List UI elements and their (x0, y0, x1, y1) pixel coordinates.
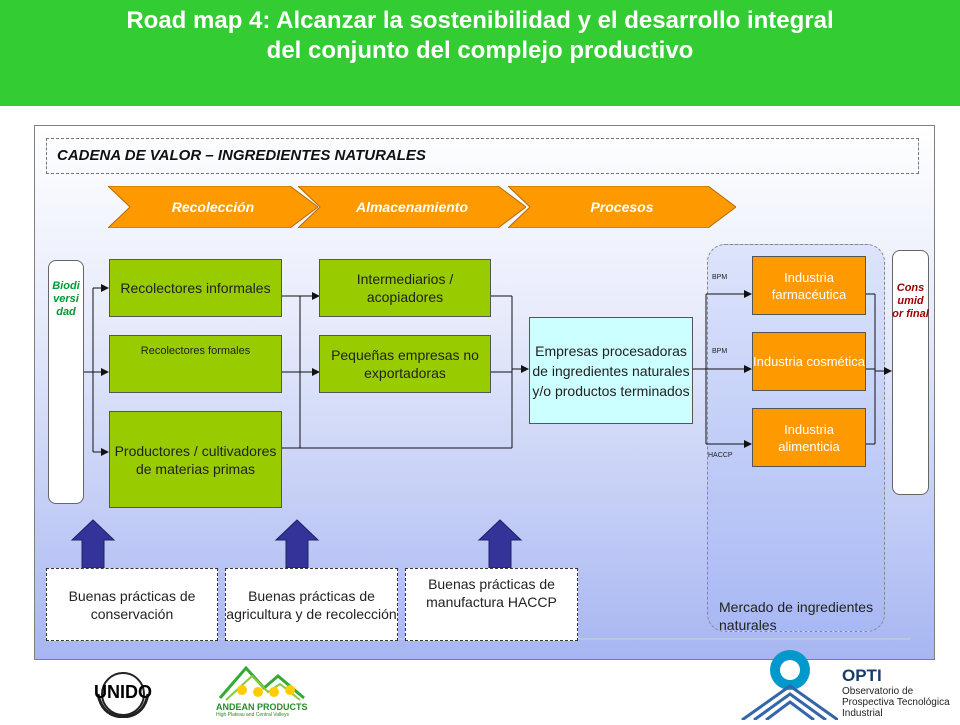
up-arrow-icon (274, 519, 320, 569)
node-pequenas-empresas: Pequeñas empresas no exportadoras (319, 335, 491, 393)
consumidor-bar (892, 250, 929, 495)
up-arrow-icon (70, 519, 116, 569)
title-line-1: Road map 4: Alcanzar la sostenibilidad y… (126, 7, 834, 34)
stage-almacenamiento: Almacenamiento (298, 186, 526, 228)
practice-conservacion: Buenas prácticas de conservación (46, 568, 218, 641)
unido-logo: UNIDO (92, 666, 154, 719)
practice-manufactura: Buenas prácticas de manufactura HACCP (405, 568, 578, 641)
header-bar (0, 0, 960, 106)
stage-almacenamiento-label: Almacenamiento (355, 199, 469, 215)
edge-label-haccp: HACCP (708, 452, 733, 459)
stage-recoleccion-label: Recolección (171, 199, 255, 215)
node-empresas-procesadoras: Empresas procesadoras de ingredientes na… (529, 317, 693, 424)
stage-procesos-label: Procesos (590, 199, 654, 215)
opti-emblem (738, 648, 839, 722)
node-recolectores-informales: Recolectores informales (109, 259, 282, 317)
biodiversidad-label: Biodi versi dad (52, 280, 80, 318)
opti-line-1: Observatorio de (842, 686, 914, 697)
node-recolectores-formales: Recolectores formales (109, 335, 282, 393)
node-intermediarios: Intermediarios / acopiadores (319, 259, 491, 317)
market-label: Mercado de ingredientes naturales (719, 599, 874, 633)
edge-label-bpm-1: BPM (712, 274, 728, 281)
practice-agricultura: Buenas prácticas de agricultura y de rec… (225, 568, 398, 641)
andean-title: ANDEAN PRODUCTS (216, 702, 308, 712)
stage-procesos: Procesos (508, 186, 736, 228)
node-industria-alimenticia: Industria alimenticia (752, 408, 866, 467)
opti-title: OPTI (842, 666, 882, 685)
up-arrow-icon (477, 519, 523, 569)
node-industria-cosmetica: Industria cosmética (752, 332, 866, 391)
andean-logo: ANDEAN PRODUCTS High Plateau and Central… (216, 662, 326, 720)
biodiversidad-bar (48, 260, 84, 504)
andean-subtitle: High Plateau and Central Valleys (216, 712, 290, 718)
node-industria-farmaceutica: Industria farmacéutica (752, 256, 866, 315)
title-line-2: del conjunto del complejo productivo (266, 37, 694, 64)
page-title: Road map 4: Alcanzar la sostenibilidad y… (0, 6, 960, 66)
edge-label-bpm-2: BPM (712, 348, 728, 355)
consumidor-label: Cons umid or final (892, 282, 929, 320)
chain-title: CADENA DE VALOR – INGREDIENTES NATURALES (46, 138, 919, 174)
unido-text: UNIDO (94, 682, 152, 702)
opti-subtitle: Observatorio de Prospectiva Tecnológica … (842, 686, 950, 719)
stage-recoleccion: Recolección (108, 186, 318, 228)
node-productores: Productores / cultivadores de materias p… (109, 411, 282, 508)
opti-line-3: Industrial (842, 708, 883, 719)
opti-line-2: Prospectiva Tecnológica (842, 697, 950, 708)
